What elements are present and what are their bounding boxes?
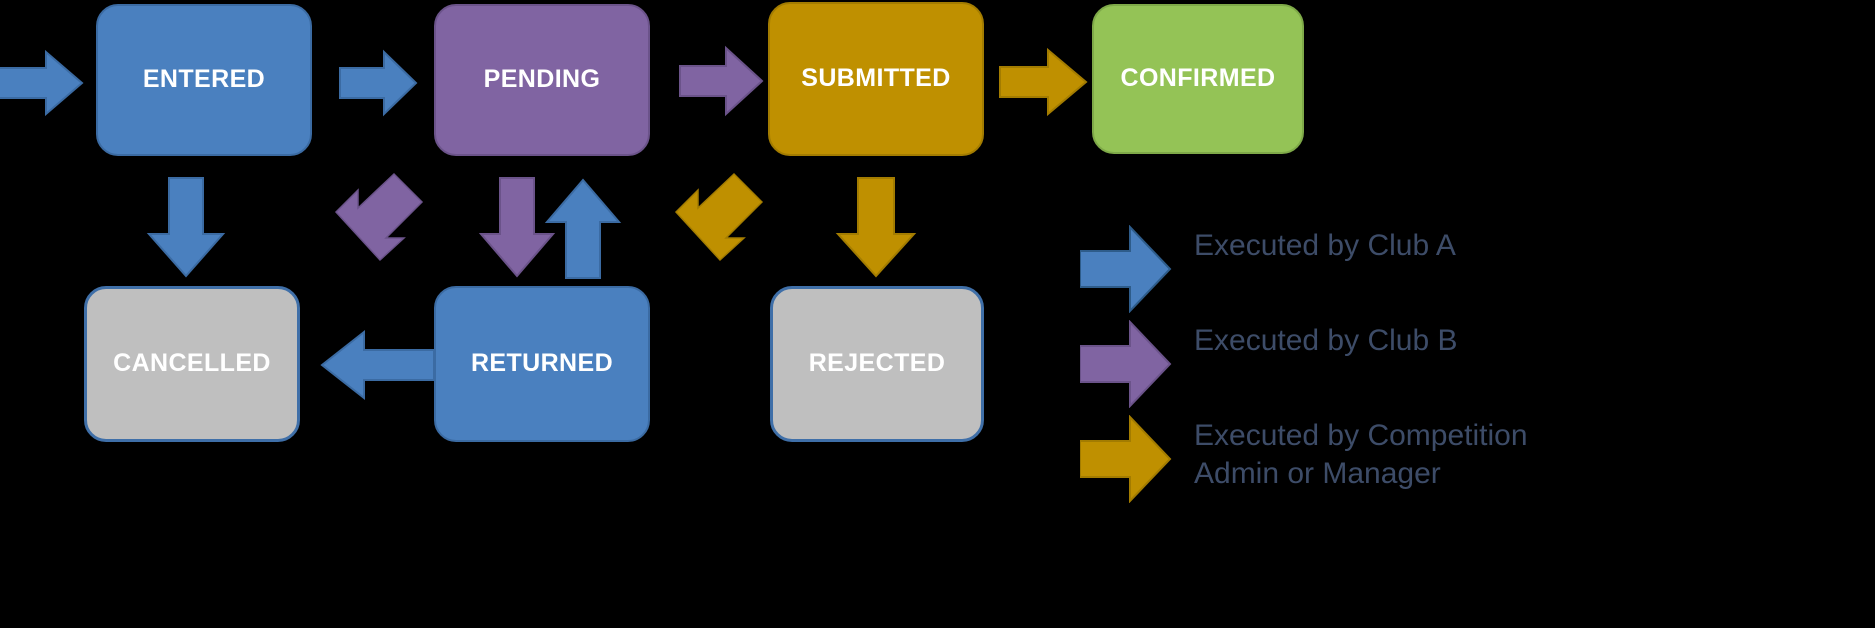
legend-label-club-a: Executed by Club A (1194, 229, 1456, 262)
legend: Executed by Club A Executed by Club B Ex… (1080, 215, 1780, 515)
state-node-confirmed[interactable]: CONFIRMED (1092, 4, 1304, 154)
arrow-start-to-entered (0, 49, 84, 117)
arrow-pending-to-returned (478, 177, 556, 278)
state-node-returned[interactable]: RETURNED (434, 286, 650, 442)
state-label-rejected: REJECTED (808, 349, 946, 378)
legend-label-club-b: Executed by Club B (1194, 324, 1458, 357)
legend-item-admin: Executed by Competition Admin or Manager (1080, 415, 1528, 503)
state-node-pending[interactable]: PENDING (434, 4, 650, 156)
arrow-submitted-to-rejected (835, 177, 917, 278)
arrow-entered-to-cancelled (146, 177, 226, 278)
state-label-submitted: SUBMITTED (801, 64, 951, 93)
arrow-pending-to-submitted (679, 45, 764, 117)
state-label-returned: RETURNED (470, 349, 614, 378)
state-node-cancelled[interactable]: CANCELLED (84, 286, 300, 442)
state-node-submitted[interactable]: SUBMITTED (768, 2, 984, 156)
state-label-confirmed: CONFIRMED (1120, 64, 1276, 93)
state-label-pending: PENDING (483, 65, 601, 94)
right-arrow-icon-gold (1080, 415, 1172, 503)
arrow-returned-to-pending (544, 178, 622, 280)
right-arrow-icon-blue (1080, 225, 1172, 313)
legend-label-admin: Executed by Competition Admin or Manager (1194, 419, 1528, 490)
state-label-entered: ENTERED (142, 65, 266, 94)
arrow-entered-to-pending (339, 49, 418, 117)
state-node-entered[interactable]: ENTERED (96, 4, 312, 156)
right-arrow-icon-purple (1080, 320, 1172, 408)
arrow-returned-to-cancelled (320, 329, 436, 401)
arrow-submitted-to-returned (674, 172, 764, 262)
arrow-submitted-to-confirmed (999, 47, 1088, 117)
arrow-pending-back-left (334, 172, 424, 262)
state-label-cancelled: CANCELLED (113, 349, 271, 378)
legend-item-club-a: Executed by Club A (1080, 225, 1456, 313)
legend-item-club-b: Executed by Club B (1080, 320, 1457, 408)
state-node-rejected[interactable]: REJECTED (770, 286, 984, 442)
